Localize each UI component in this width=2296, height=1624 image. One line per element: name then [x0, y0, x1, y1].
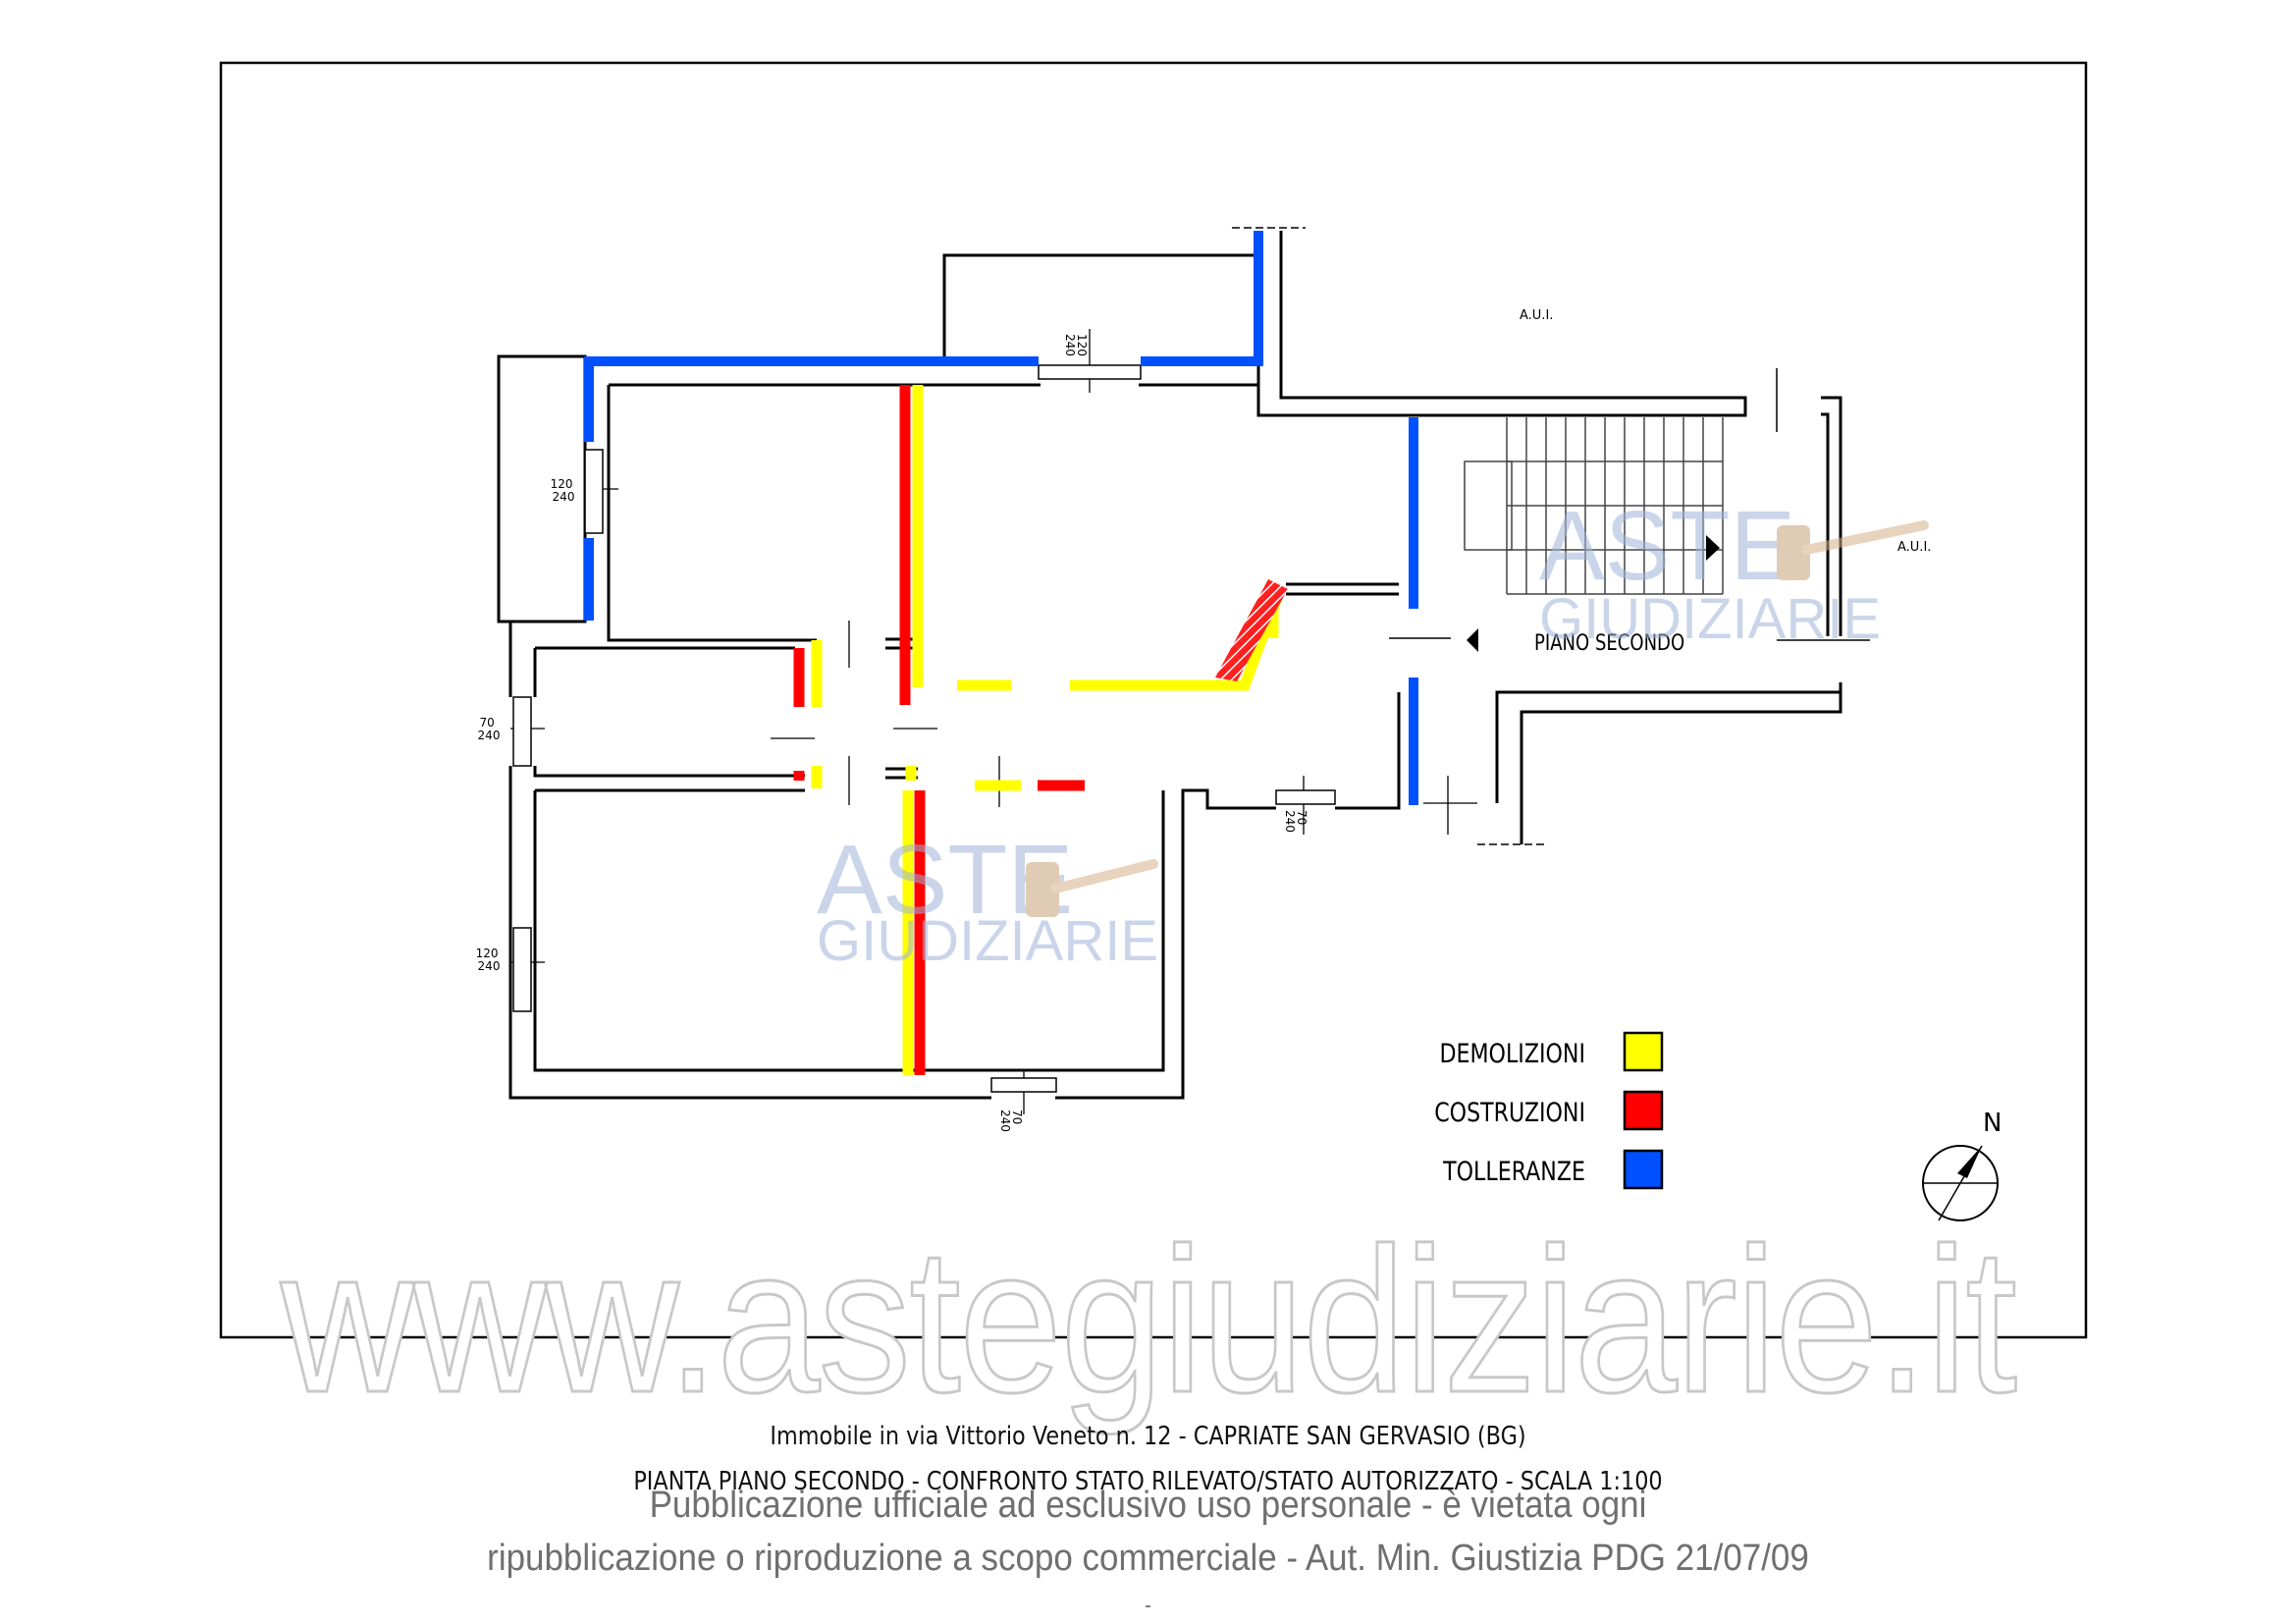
north-label: N: [1983, 1109, 2002, 1138]
watermark-logo-lower: ASTE GIUDIZIARIE: [817, 825, 1158, 973]
window-label-left-upper: 120 240: [551, 477, 577, 504]
window-label-top: 120 240: [1063, 334, 1089, 360]
caption-address: Immobile in via Vittorio Veneto n. 12 - …: [770, 1422, 1526, 1451]
drawing-frame: [219, 61, 2088, 1339]
svg-text:COSTRUZIONI: COSTRUZIONI: [1434, 1097, 1585, 1128]
north-arrow-icon: N: [1922, 1109, 2002, 1221]
disclaimer-line-1: Pubblicazione ufficiale ad esclusivo uso…: [649, 1485, 1647, 1526]
aui-label-right: A.U.I.: [1897, 540, 1931, 555]
walls: [497, 231, 1842, 1100]
svg-text:GIUDIZIARIE: GIUDIZIARIE: [817, 909, 1158, 973]
disclaimer-line-2: ripubblicazione o riproduzione a scopo c…: [487, 1538, 1809, 1579]
legend-swatch-yellow: [1623, 1031, 1664, 1072]
svg-text:DEMOLIZIONI: DEMOLIZIONI: [1439, 1038, 1585, 1069]
tolerance-walls: [584, 231, 1418, 805]
svg-text:GIUDIZIARIE: GIUDIZIARIE: [1539, 587, 1881, 651]
window-label-left-mid: 70 240: [478, 716, 501, 742]
window-label-left-lower: 120 240: [476, 947, 503, 973]
svg-text:TOLLERANZE: TOLLERANZE: [1442, 1156, 1585, 1187]
legend: DEMOLIZIONI COSTRUZIONI TOLLERANZE: [1434, 1031, 1664, 1190]
window-label-corridor: 70 240: [1283, 810, 1308, 833]
window-frames: [512, 364, 1336, 1093]
stair-arrow-icon: [1706, 535, 1720, 561]
caption-title: PIANTA PIANO SECONDO - CONFRONTO STATO R…: [633, 1467, 1663, 1496]
construction-hatch: [1215, 579, 1288, 681]
entrance-arrow-icon: [1467, 628, 1478, 652]
legend-swatch-blue: [1623, 1149, 1664, 1190]
floor-label: PIANO SECONDO: [1534, 629, 1684, 655]
aui-label-top: A.U.I.: [1520, 308, 1553, 323]
door-markers: [510, 329, 1477, 1114]
legend-item-tolleranze: TOLLERANZE: [1442, 1149, 1664, 1190]
watermark-logo-upper: ASTE GIUDIZIARIE: [1539, 491, 1929, 651]
legend-swatch-red: [1623, 1090, 1664, 1131]
legend-item-demolizioni: DEMOLIZIONI: [1439, 1031, 1664, 1072]
svg-text:ASTE: ASTE: [1539, 491, 1795, 601]
construction-walls: [793, 385, 1085, 1075]
disclaimer-line-3: -: [1145, 1593, 1151, 1617]
staircase: [1464, 417, 1724, 595]
window-label-bottom: 70 240: [998, 1110, 1024, 1132]
watermark-url: www.astegiudiziarie.it: [280, 1205, 2019, 1435]
legend-item-costruzioni: COSTRUZIONI: [1434, 1090, 1664, 1131]
